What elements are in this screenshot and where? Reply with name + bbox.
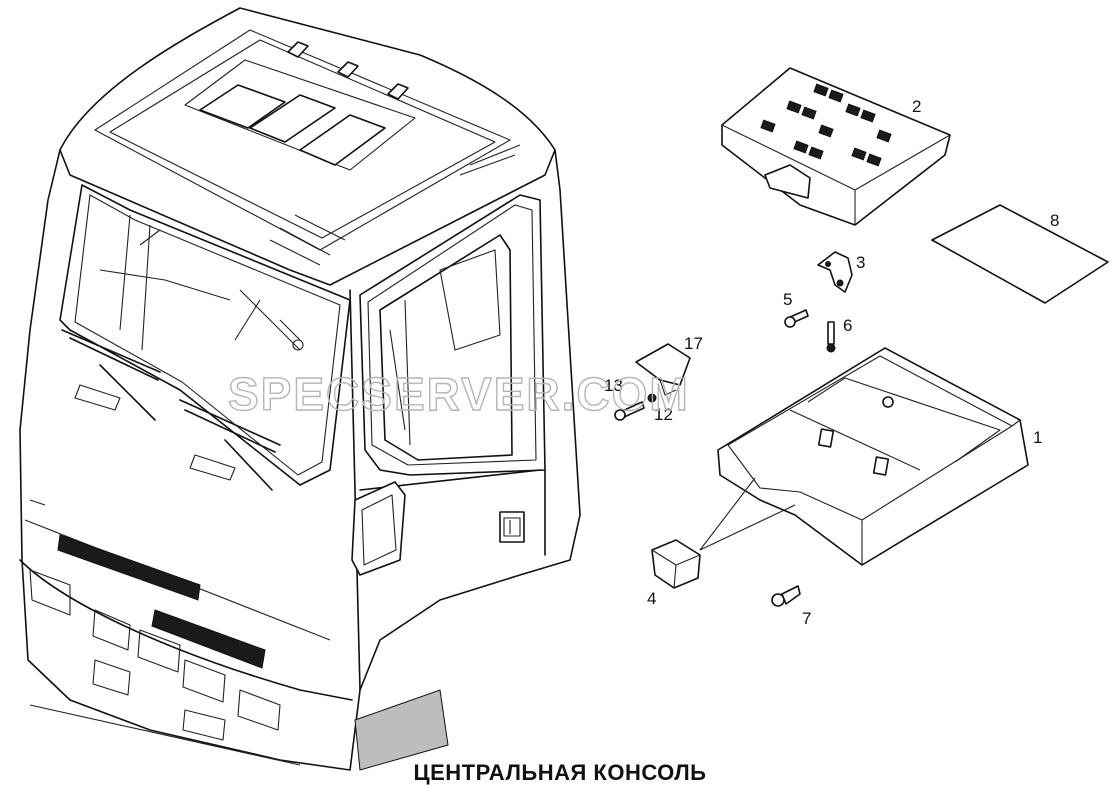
callout-1: 1 [1033,428,1042,447]
part-1-console-tray [717,347,1029,566]
callout-6: 6 [843,316,852,335]
callout-17: 17 [684,334,703,353]
watermark: SPECSERVER.COM [228,368,690,420]
part-4-plug [651,477,796,589]
callout-8: 8 [1050,211,1059,230]
part-12-13-screw-washer [614,393,657,421]
callout-12: 12 [654,405,673,424]
part-8-mat [931,204,1109,304]
part-5-screw [784,309,809,328]
callout-7: 7 [802,609,811,628]
callout-3: 3 [856,253,865,272]
part-6-bolt [826,321,836,353]
part-2-console-lid [721,67,951,226]
truck-cab-drawing [19,7,581,771]
callout-2: 2 [912,97,921,116]
part-17-clip [635,343,691,396]
diagram-caption: ЦЕНТРАЛЬНАЯ КОНСОЛЬ [413,760,707,785]
part-3-bracket [817,251,853,293]
part-7-clip [771,585,801,607]
callout-4: 4 [647,589,656,608]
callout-5: 5 [783,290,792,309]
callout-13: 13 [604,376,623,395]
